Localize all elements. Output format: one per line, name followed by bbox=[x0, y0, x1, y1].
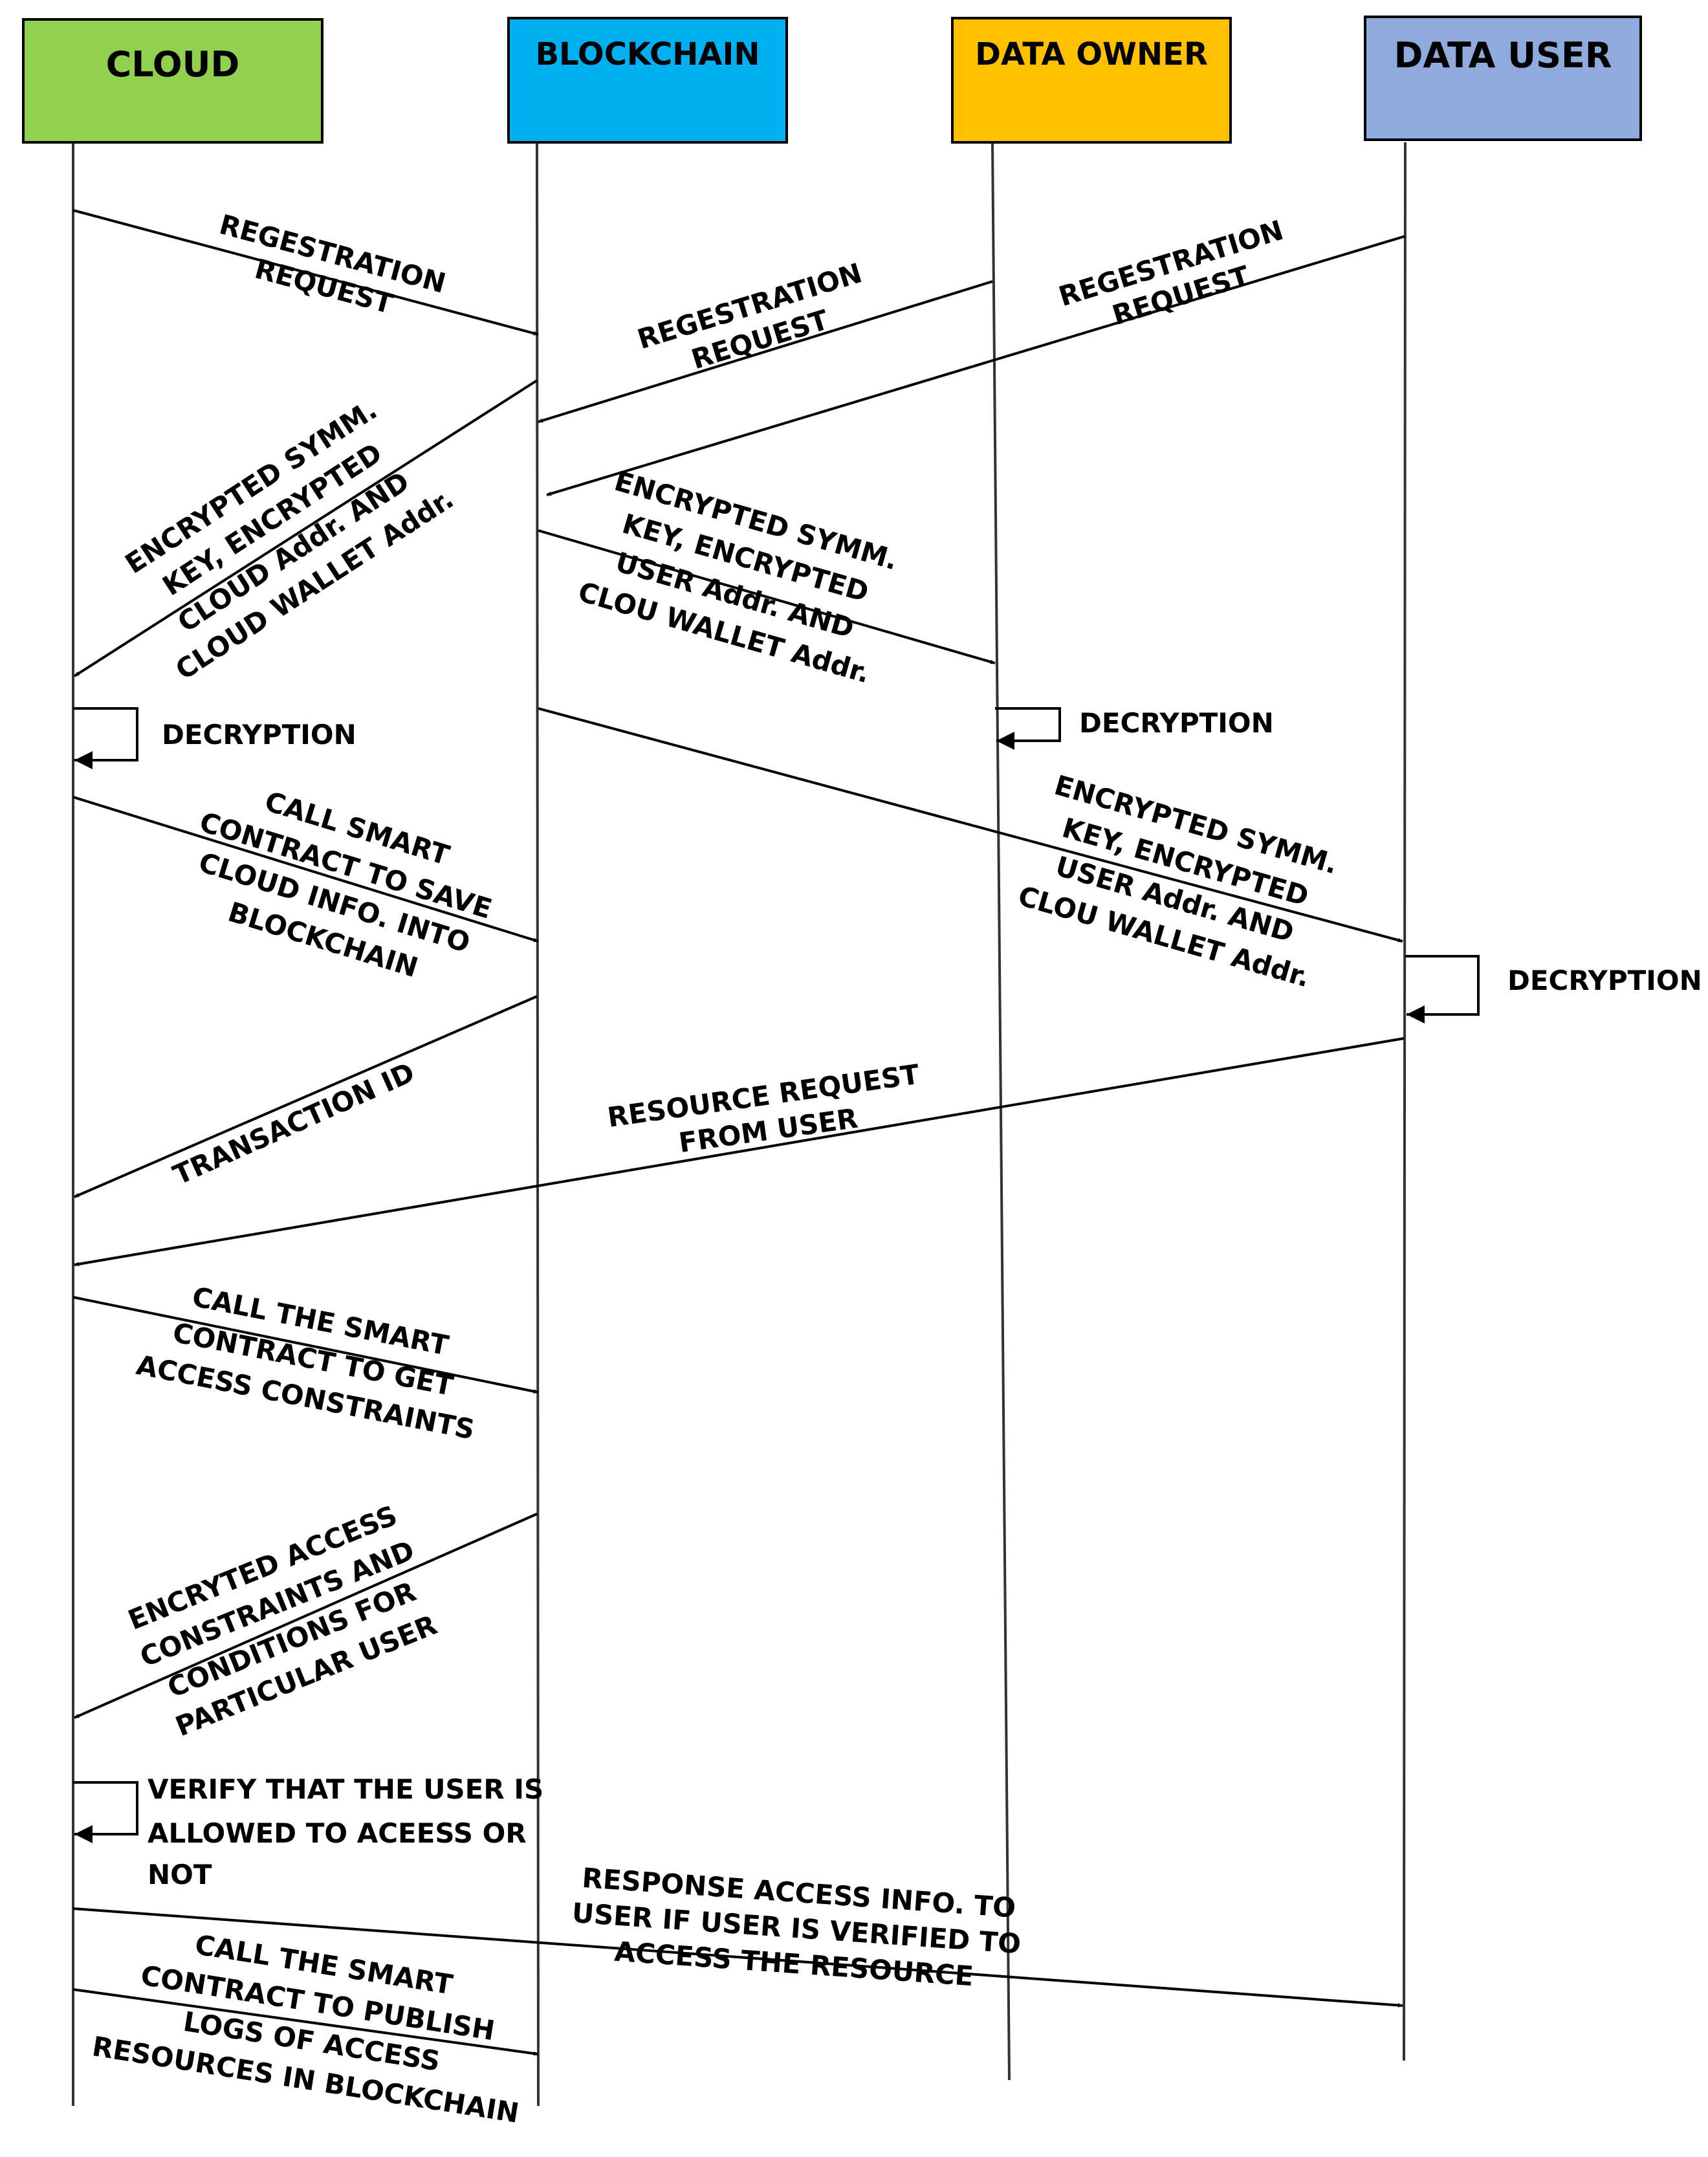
arrow-m11 bbox=[74, 1513, 538, 1719]
label-s1: DECRYPTION bbox=[162, 719, 356, 750]
actor-data-owner-box bbox=[951, 17, 1232, 144]
label-m1: REGESTRATION REQUEST bbox=[216, 208, 449, 320]
actor-blockchain: BLOCKCHAIN bbox=[507, 17, 788, 144]
label-s4-line-2: ALLOWED TO ACEESS OR bbox=[148, 1817, 527, 1849]
arrow-m7 bbox=[72, 796, 539, 943]
arrow-m12 bbox=[72, 1907, 1403, 2008]
arrow-m1 bbox=[72, 209, 539, 336]
self-arrow-s2 bbox=[995, 707, 1061, 750]
label-m7: CALL SMART CONTRACT TO SAVE CLOUD INFO. … bbox=[195, 785, 496, 984]
label-m10: CALL THE SMART CONTRACT TO GET ACCESS CO… bbox=[134, 1281, 477, 1446]
actor-data-user-box bbox=[1364, 16, 1642, 141]
arrow-m6 bbox=[538, 707, 1403, 943]
actor-data-user: DATA USER bbox=[1364, 16, 1642, 141]
actor-data-owner-label: DATA OWNER bbox=[975, 36, 1208, 72]
actor-cloud: CLOUD bbox=[22, 18, 323, 144]
arrow-m9 bbox=[74, 1037, 1405, 1267]
arrow-m4 bbox=[73, 379, 538, 677]
label-m4: ENCRYPTED SYMM. KEY, ENCRYPTED CLOUD Add… bbox=[120, 393, 459, 686]
self-arrow-s1 bbox=[73, 707, 138, 769]
label-s2: DECRYPTION bbox=[1079, 707, 1274, 739]
arrow-m5 bbox=[538, 529, 996, 664]
actor-data-owner: DATA OWNER bbox=[951, 17, 1232, 144]
label-m8: TRANSACTION ID bbox=[168, 1057, 419, 1191]
actor-blockchain-box bbox=[507, 17, 788, 144]
actor-blockchain-label: BLOCKCHAIN bbox=[535, 36, 760, 72]
arrow-m13 bbox=[72, 1988, 539, 2056]
label-m11: ENCRYTED ACCESS CONSTRAINTS AND CONDITIO… bbox=[124, 1499, 441, 1742]
self-arrow-s3 bbox=[1405, 955, 1480, 1024]
self-arrow-s4 bbox=[73, 1781, 138, 1843]
arrow-m10 bbox=[72, 1296, 539, 1394]
arrow-m8 bbox=[74, 995, 538, 1198]
label-s4-line-3: NOT bbox=[148, 1859, 212, 1890]
label-m5: ENCRYPTED SYMM. KEY, ENCRYPTED USER Addr… bbox=[575, 465, 901, 690]
actor-data-user-label: DATA USER bbox=[1394, 35, 1612, 76]
label-s4-line-1: VERIFY THAT THE USER IS bbox=[148, 1773, 543, 1805]
label-m2: REGESTRATION REQUEST bbox=[634, 257, 866, 375]
label-m9: RESOURCE REQUEST FROM USER bbox=[606, 1058, 921, 1159]
data-owner-lifeline bbox=[991, 142, 1011, 2081]
arrow-m3 bbox=[546, 235, 1406, 496]
actor-cloud-box bbox=[22, 18, 323, 144]
label-s3: DECRYPTION bbox=[1507, 965, 1702, 996]
label-m12: RESPONSE ACCESS INFO. TO USER IF USER IS… bbox=[571, 1862, 1022, 1992]
arrow-m2 bbox=[538, 280, 993, 423]
data-user-lifeline bbox=[1403, 142, 1407, 2061]
label-m8-line-1: TRANSACTION ID bbox=[168, 1057, 419, 1191]
actor-cloud-label: CLOUD bbox=[106, 44, 240, 85]
blockchain-lifeline bbox=[536, 142, 540, 2107]
